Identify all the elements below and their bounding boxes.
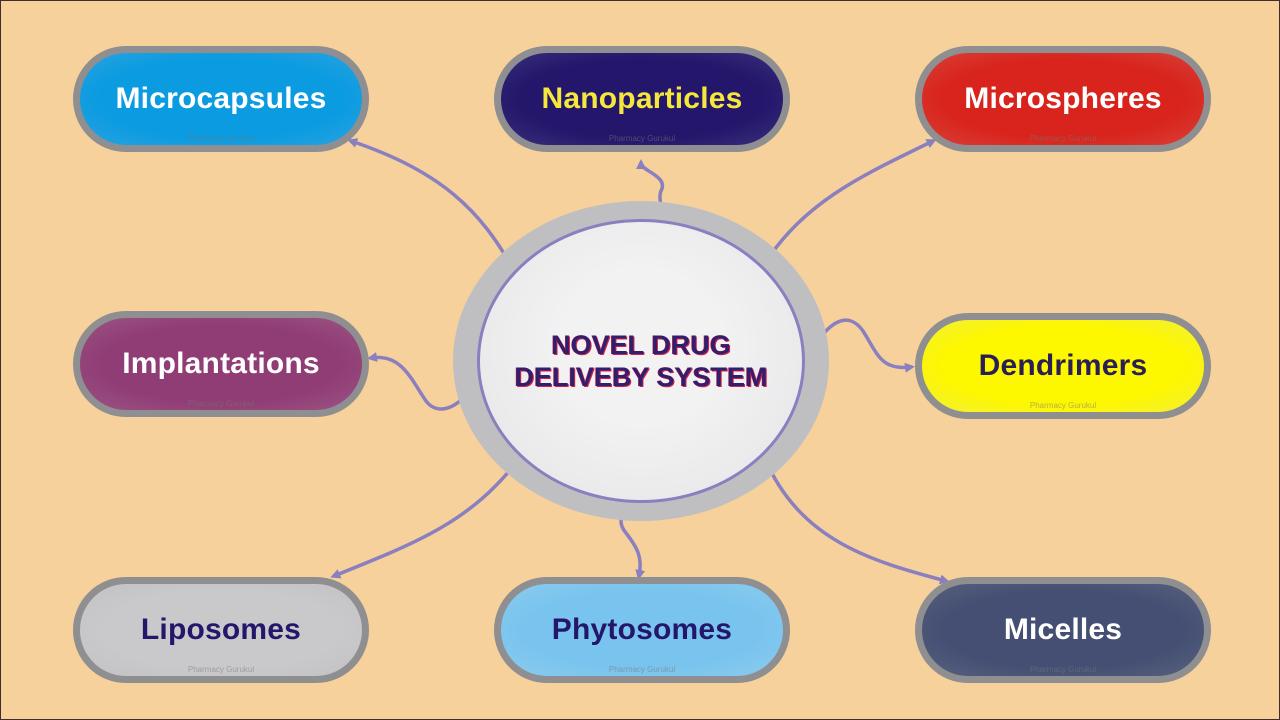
connector-microspheres [763,139,937,265]
node-microspheres-pill: Microspheres Pharmacy Gurukul [922,53,1204,145]
node-liposomes-label: Liposomes [140,613,302,646]
node-microcapsules-pill: Microcapsules Pharmacy Gurukul [80,53,362,145]
node-implantations-pill: Implantations Pharmacy Gurukul [80,318,362,410]
node-phytosomes: Phytosomes Pharmacy Gurukul [494,577,790,683]
connector-dendrimers [809,318,915,373]
center-title-line-1: NOVEL DRUG [551,330,731,360]
node-micelles: Micelles Pharmacy Gurukul [915,577,1211,683]
node-phytosomes-pill: Phytosomes Pharmacy Gurukul [501,584,783,676]
watermark: Pharmacy Gurukul [608,665,676,674]
node-micelles-pill: Micelles Pharmacy Gurukul [922,584,1204,676]
center-title-line-2: DELIVEBY SYSTEM [514,362,768,392]
watermark: Pharmacy Gurukul [1029,134,1097,143]
connector-microcapsules [347,138,515,271]
watermark: Pharmacy Gurukul [187,399,255,408]
watermark: Pharmacy Gurukul [1029,401,1097,410]
node-liposomes: Liposomes Pharmacy Gurukul [73,577,369,683]
node-microcapsules-label: Microcapsules [115,82,327,115]
center-hub-inner: NOVEL DRUG DELIVEBY SYSTEM [477,219,805,503]
watermark: Pharmacy Gurukul [608,134,676,143]
node-microspheres-label: Microspheres [964,82,1162,115]
node-phytosomes-label: Phytosomes [551,613,733,646]
center-hub: NOVEL DRUG DELIVEBY SYSTEM [453,201,829,521]
node-microspheres: Microspheres Pharmacy Gurukul [915,46,1211,152]
node-dendrimers: Dendrimers Pharmacy Gurukul [915,313,1211,419]
node-liposomes-pill: Liposomes Pharmacy Gurukul [80,584,362,676]
node-dendrimers-pill: Dendrimers Pharmacy Gurukul [922,320,1204,412]
node-microcapsules: Microcapsules Pharmacy Gurukul [73,46,369,152]
node-nanoparticles: Nanoparticles Pharmacy Gurukul [494,46,790,152]
connector-liposomes [330,457,521,579]
watermark: Pharmacy Gurukul [187,134,255,143]
node-nanoparticles-pill: Nanoparticles Pharmacy Gurukul [501,53,783,145]
node-dendrimers-label: Dendrimers [978,349,1148,382]
watermark: Pharmacy Gurukul [1029,665,1097,674]
node-nanoparticles-label: Nanoparticles [541,82,743,115]
watermark: Pharmacy Gurukul [187,665,255,674]
node-micelles-label: Micelles [1003,613,1123,646]
node-implantations: Implantations Pharmacy Gurukul [73,311,369,417]
node-implantations-label: Implantations [122,347,320,380]
connector-micelles [763,457,950,585]
